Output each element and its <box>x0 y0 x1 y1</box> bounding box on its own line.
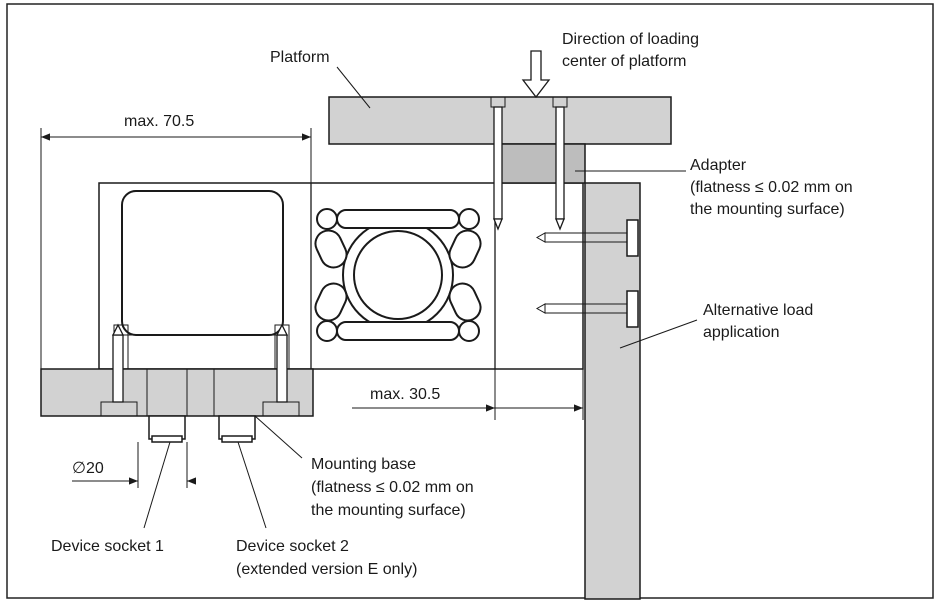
mounting-bolts <box>111 323 289 403</box>
dimension-max-offset <box>352 369 584 420</box>
label-mounting-line2: (flatness ≤ 0.02 mm on <box>311 479 474 496</box>
leader-socket-2 <box>237 441 267 529</box>
label-diameter: ∅20 <box>72 460 104 477</box>
label-adapter-line3: the mounting surface) <box>690 201 845 218</box>
dimension-max-width <box>40 128 312 369</box>
leader-platform <box>336 66 371 109</box>
label-socket-1: Device socket 1 <box>51 538 164 555</box>
electronics-housing <box>121 190 284 336</box>
loading-direction-arrow <box>521 50 551 99</box>
dimension-diameter <box>72 442 196 488</box>
label-direction-line1: Direction of loading <box>562 31 699 48</box>
flexure <box>314 208 482 342</box>
label-platform: Platform <box>270 49 330 66</box>
label-mounting-line3: the mounting surface) <box>311 502 466 519</box>
device-socket-1 <box>148 415 186 443</box>
leader-alt-load <box>619 319 698 349</box>
label-mounting-line1: Mounting base <box>311 456 416 473</box>
label-alt-load-line2: application <box>703 324 780 341</box>
platform-screws <box>493 106 565 231</box>
label-adapter-line1: Adapter <box>690 157 747 174</box>
label-socket-2-line1: Device socket 2 <box>236 538 349 555</box>
drawing-frame <box>6 3 934 599</box>
label-max-offset: max. 30.5 <box>370 386 440 403</box>
label-adapter-line2: (flatness ≤ 0.02 mm on <box>690 179 853 196</box>
label-direction-line2: center of platform <box>562 53 687 70</box>
mounting-base <box>40 368 314 417</box>
device-socket-2 <box>218 415 256 443</box>
leader-mounting-base <box>254 415 303 459</box>
label-socket-2-line2: (extended version E only) <box>236 561 417 578</box>
label-max-width: max. 70.5 <box>124 113 194 130</box>
side-plate <box>535 182 641 600</box>
adapter-block <box>495 143 586 184</box>
label-alt-load-line1: Alternative load <box>703 302 813 319</box>
leader-socket-1 <box>143 441 171 529</box>
